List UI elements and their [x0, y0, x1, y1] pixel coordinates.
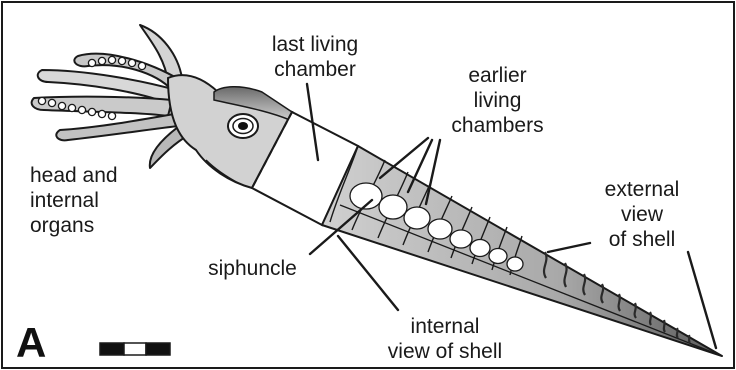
- tentacles: [32, 25, 190, 168]
- label-internal-view-of-shell: internal view of shell: [370, 314, 520, 364]
- panel-letter: A: [16, 322, 46, 364]
- label-siphuncle: siphuncle: [190, 256, 315, 281]
- label-external-view-of-shell: external view of shell: [582, 177, 702, 252]
- scale-bar: [100, 343, 170, 355]
- tentacle-lower: [56, 114, 178, 140]
- eye: [228, 114, 258, 138]
- leader-shell-tip: [688, 252, 716, 348]
- label-head-and-internal-organs: head and internal organs: [30, 163, 140, 238]
- label-earlier-living-chambers: earlier living chambers: [435, 63, 560, 138]
- label-last-living-chamber: last living chamber: [250, 32, 380, 82]
